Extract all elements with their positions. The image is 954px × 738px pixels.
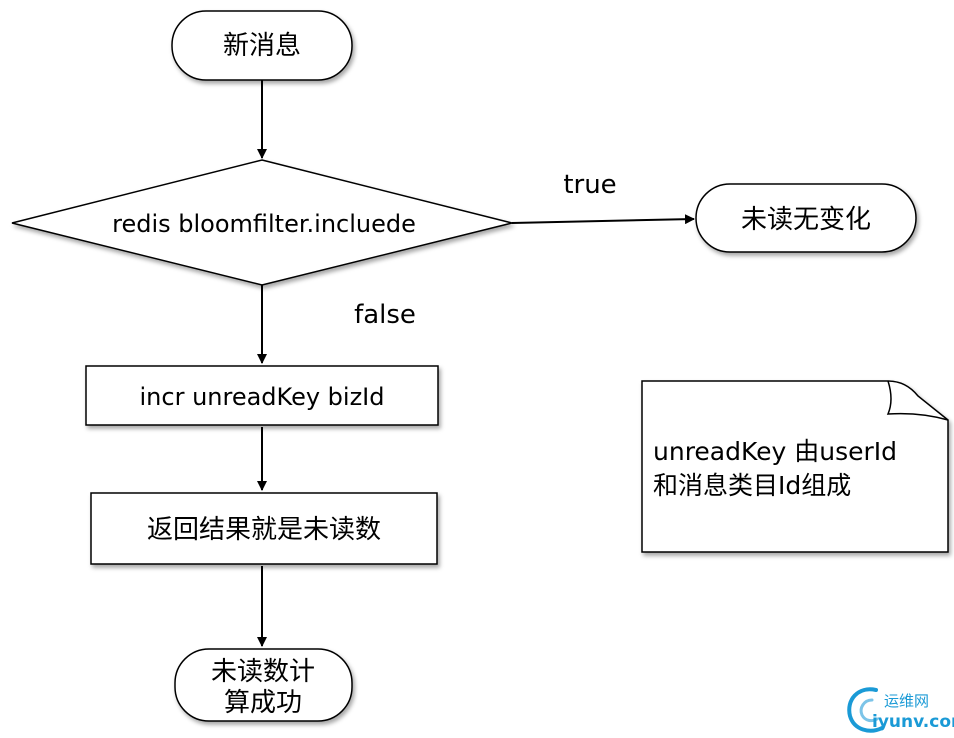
no-change-node-label: 未读无变化 [741,205,871,235]
start-node-shape [171,10,353,81]
note-line1: unreadKey 由userId [653,437,897,466]
end-node [174,648,353,722]
start-node [171,10,353,81]
result-node [90,492,438,565]
no-change-node-shape [695,183,917,253]
note-fold [886,380,949,421]
result-node-shape [90,492,438,565]
watermark-logo-icon [847,687,884,733]
incr-node-label: incr unreadKey bizId [140,383,385,411]
watermark-brand: 运维网 [884,692,929,710]
no-change-node [695,183,917,253]
result-node-label: 返回结果就是未读数 [147,515,381,545]
end-node-shape [174,648,353,722]
incr-node-shape [85,365,439,426]
decision-node-shape [11,159,513,286]
note-line2: 和消息类目Id组成 [653,471,851,500]
end-node-label-line2: 算成功 [224,688,302,718]
edges [257,80,695,647]
note-node-shape [641,380,949,553]
decision-node-label: redis bloomfilter.incluede [112,210,416,238]
watermark-swirl-inner [859,698,879,723]
note-node [641,380,949,553]
edge-true-label: true [563,170,616,200]
start-node-label: 新消息 [223,31,301,61]
incr-node [85,365,439,426]
watermark-domain: iyunv.com [872,712,954,732]
watermark: 运维网 iyunv.com [847,687,954,733]
edge-decision-true [511,214,695,225]
edge-false-label: false [354,300,416,330]
decision-node [11,159,513,286]
end-node-label-line1: 未读数计 [211,657,315,687]
watermark-swirl [847,687,884,733]
